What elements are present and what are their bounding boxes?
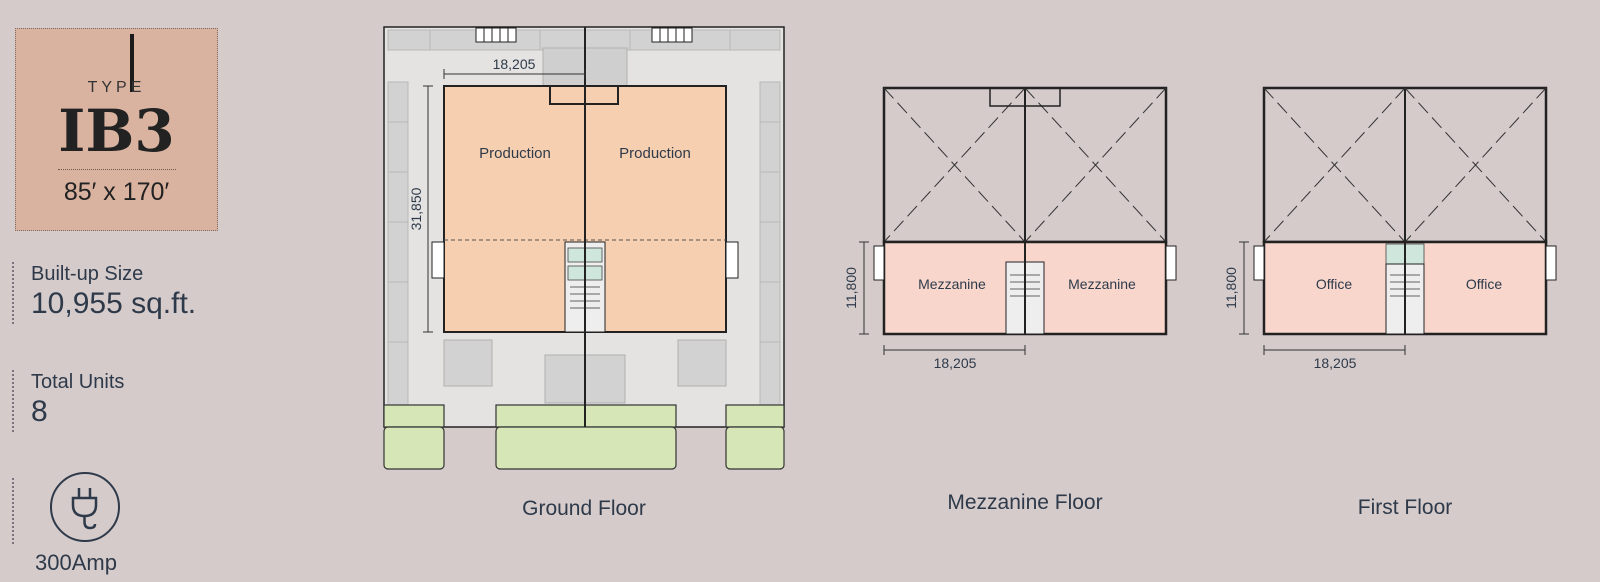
badge-type-label: TYPE: [87, 79, 146, 96]
unit-type-badge: TYPE IB3 85′ x 170′: [15, 28, 218, 231]
first-floor-caption: First Floor: [1357, 496, 1453, 519]
units-spec: Total Units 8: [12, 370, 124, 432]
plug-icon: [50, 472, 120, 542]
builtup-value: 10,955 sq.ft.: [31, 287, 197, 320]
mezzanine-floor-caption: Mezzanine Floor: [947, 491, 1103, 514]
ground-floor-plan: 18,205 31,850 Production Production: [383, 26, 785, 470]
badge-unit-code: IB3: [58, 97, 175, 165]
first-width-dimension: 18,205: [1314, 355, 1357, 371]
ground-floor-caption: Ground Floor: [522, 497, 646, 520]
mezzanine-depth-dimension: 11,800: [843, 267, 859, 309]
badge-divider: [58, 169, 176, 170]
builtup-spec: Built-up Size 10,955 sq.ft.: [12, 262, 196, 324]
ground-width-dimension: 18,205: [493, 56, 536, 72]
first-room-left-label: Office: [1316, 276, 1353, 292]
first-depth-dimension: 11,800: [1223, 267, 1239, 309]
badge-hanger-bar: [130, 34, 134, 92]
mezzanine-width-dimension: 18,205: [934, 355, 977, 371]
builtup-label: Built-up Size: [31, 263, 144, 285]
units-value: 8: [31, 395, 48, 428]
ground-room-left-label: Production: [479, 145, 551, 162]
first-room-right-label: Office: [1466, 276, 1503, 292]
mezzanine-floor-plan: 18,205 11,800 Mezzanine Mezzanine: [843, 86, 1177, 371]
ground-depth-dimension: 31,850: [408, 187, 424, 230]
mezzanine-room-right-label: Mezzanine: [1068, 276, 1136, 292]
ground-room-right-label: Production: [619, 145, 691, 162]
power-divider: [12, 478, 14, 544]
mezzanine-room-left-label: Mezzanine: [918, 276, 986, 292]
first-floor-plan: 18,205 11,800 Office Office: [1223, 86, 1557, 371]
power-value: 300Amp: [35, 550, 117, 575]
badge-dimensions: 85′ x 170′: [63, 178, 170, 206]
units-label: Total Units: [31, 371, 125, 393]
